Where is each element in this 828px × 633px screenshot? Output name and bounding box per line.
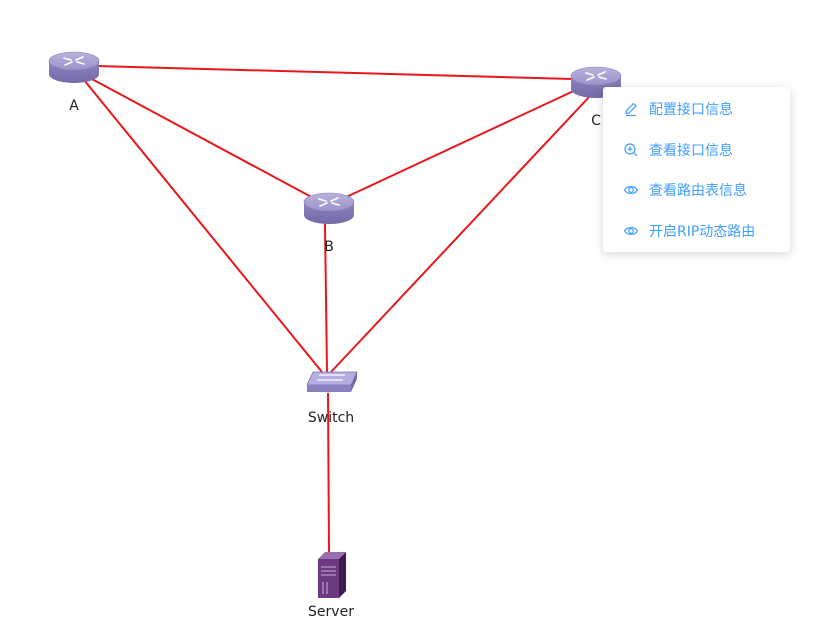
link-b-c	[341, 87, 581, 200]
menu-item-label: 配置接口信息	[649, 102, 733, 119]
link-a-switch	[83, 79, 323, 373]
node-label-c: C	[591, 113, 601, 129]
link-b-switch	[324, 223, 328, 373]
menu-item-configure-interface[interactable]: 配置接口信息	[603, 89, 790, 130]
menu-item-enable-rip[interactable]: 开启RIP动态路由	[603, 211, 790, 252]
switch-switch-icon[interactable]	[306, 371, 358, 392]
node-label-switch: Switch	[307, 410, 355, 426]
link-a-b	[89, 77, 318, 201]
link-switch-server	[327, 392, 330, 553]
context-menu: 配置接口信息 查看接口信息 查看路由表信息 开启RIP动态路由	[603, 87, 790, 252]
menu-item-label: 查看路由表信息	[649, 183, 747, 200]
server-server-icon[interactable]	[318, 552, 346, 598]
link-a-c	[96, 65, 574, 80]
router-a-icon[interactable]	[48, 51, 100, 83]
menu-item-label: 开启RIP动态路由	[649, 223, 756, 240]
menu-item-view-routing-table[interactable]: 查看路由表信息	[603, 170, 790, 211]
node-label-a: A	[69, 98, 79, 114]
edit-icon	[623, 101, 639, 117]
menu-item-label: 查看接口信息	[649, 142, 733, 159]
link-c-switch	[330, 95, 591, 373]
node-label-server: Server	[308, 604, 354, 620]
eye-icon	[623, 182, 639, 198]
nodes-layer	[48, 51, 622, 598]
links-layer	[83, 65, 591, 553]
node-label-b: B	[324, 239, 334, 255]
zoom-in-icon	[623, 142, 639, 158]
router-b-icon[interactable]	[303, 192, 355, 224]
menu-item-view-interface[interactable]: 查看接口信息	[603, 130, 790, 171]
eye-icon	[623, 223, 639, 239]
